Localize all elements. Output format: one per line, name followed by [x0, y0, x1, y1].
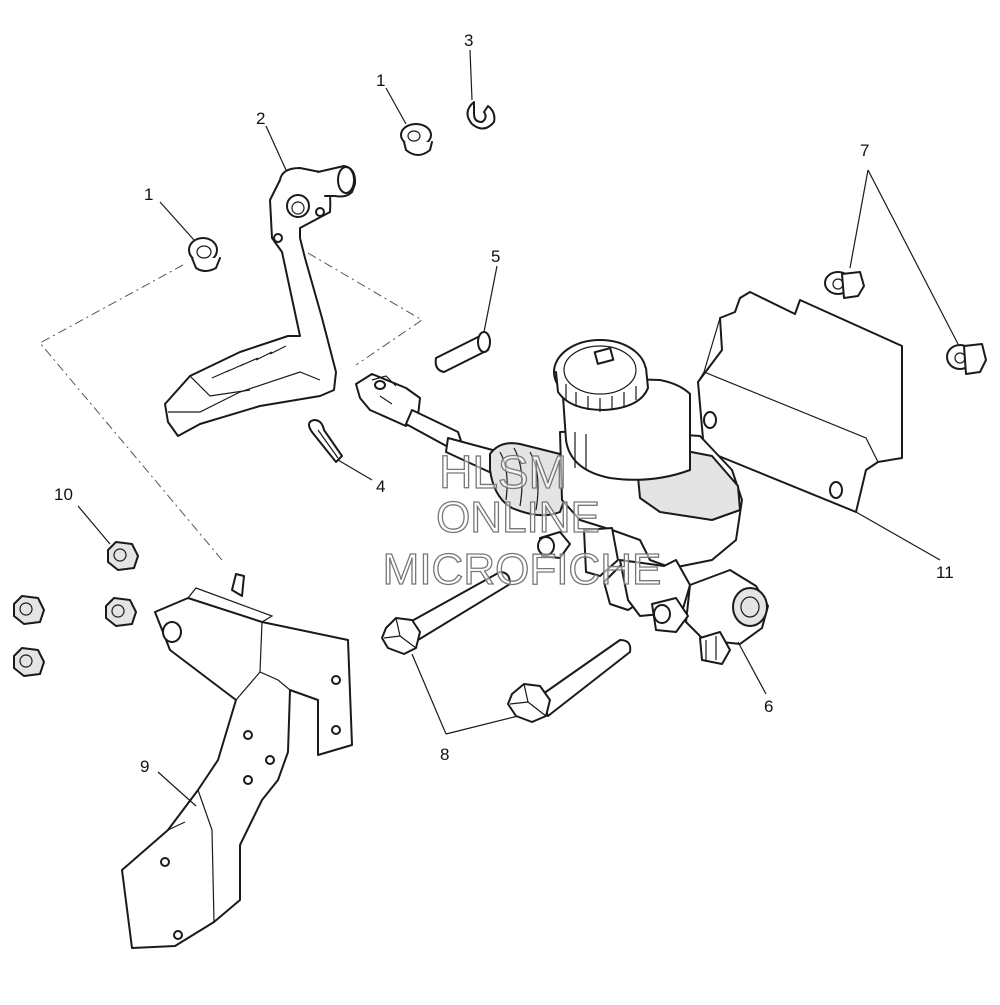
callout-9: 9 — [140, 757, 149, 776]
flange-nut-lower — [946, 343, 987, 375]
callout-7: 7 — [860, 141, 869, 160]
watermark-line-2: ONLINE — [436, 493, 600, 542]
callout-1-upper: 1 — [376, 71, 385, 90]
phantom-lines — [39, 252, 423, 561]
callout-11: 11 — [936, 563, 954, 582]
leader-lines — [77, 49, 959, 807]
nut-4 — [13, 647, 45, 677]
callout-6: 6 — [764, 697, 773, 716]
heat-shield-plate — [697, 291, 903, 513]
bushing-left — [188, 237, 221, 272]
nut-3 — [105, 597, 137, 627]
callout-2: 2 — [256, 109, 265, 128]
master-cylinder — [355, 339, 769, 665]
bolt-upper — [381, 571, 511, 655]
cotter-pin — [308, 419, 343, 463]
nut-1 — [107, 541, 139, 571]
watermark-line-3: MICROFICHE — [383, 545, 662, 594]
callout-4: 4 — [376, 477, 385, 496]
callout-labels: 1 1 2 3 4 5 6 7 8 9 10 11 — [54, 31, 954, 776]
callout-1-left: 1 — [144, 185, 153, 204]
nut-2 — [13, 595, 45, 625]
nut-cluster — [13, 541, 139, 677]
callout-3: 3 — [464, 31, 473, 50]
bushing-upper — [400, 123, 433, 156]
brake-pedal — [164, 165, 357, 437]
flange-nut-upper — [824, 271, 865, 299]
clevis-pin — [434, 331, 491, 373]
mounting-bracket — [121, 573, 353, 949]
callout-8: 8 — [440, 745, 449, 764]
watermark-line-1: HLSM — [439, 446, 567, 498]
bolt-lower — [507, 639, 632, 723]
watermark: HLSM ONLINE MICROFICHE — [382, 445, 662, 594]
e-clip — [466, 101, 496, 130]
callout-10: 10 — [54, 485, 73, 504]
callout-5: 5 — [491, 247, 500, 266]
